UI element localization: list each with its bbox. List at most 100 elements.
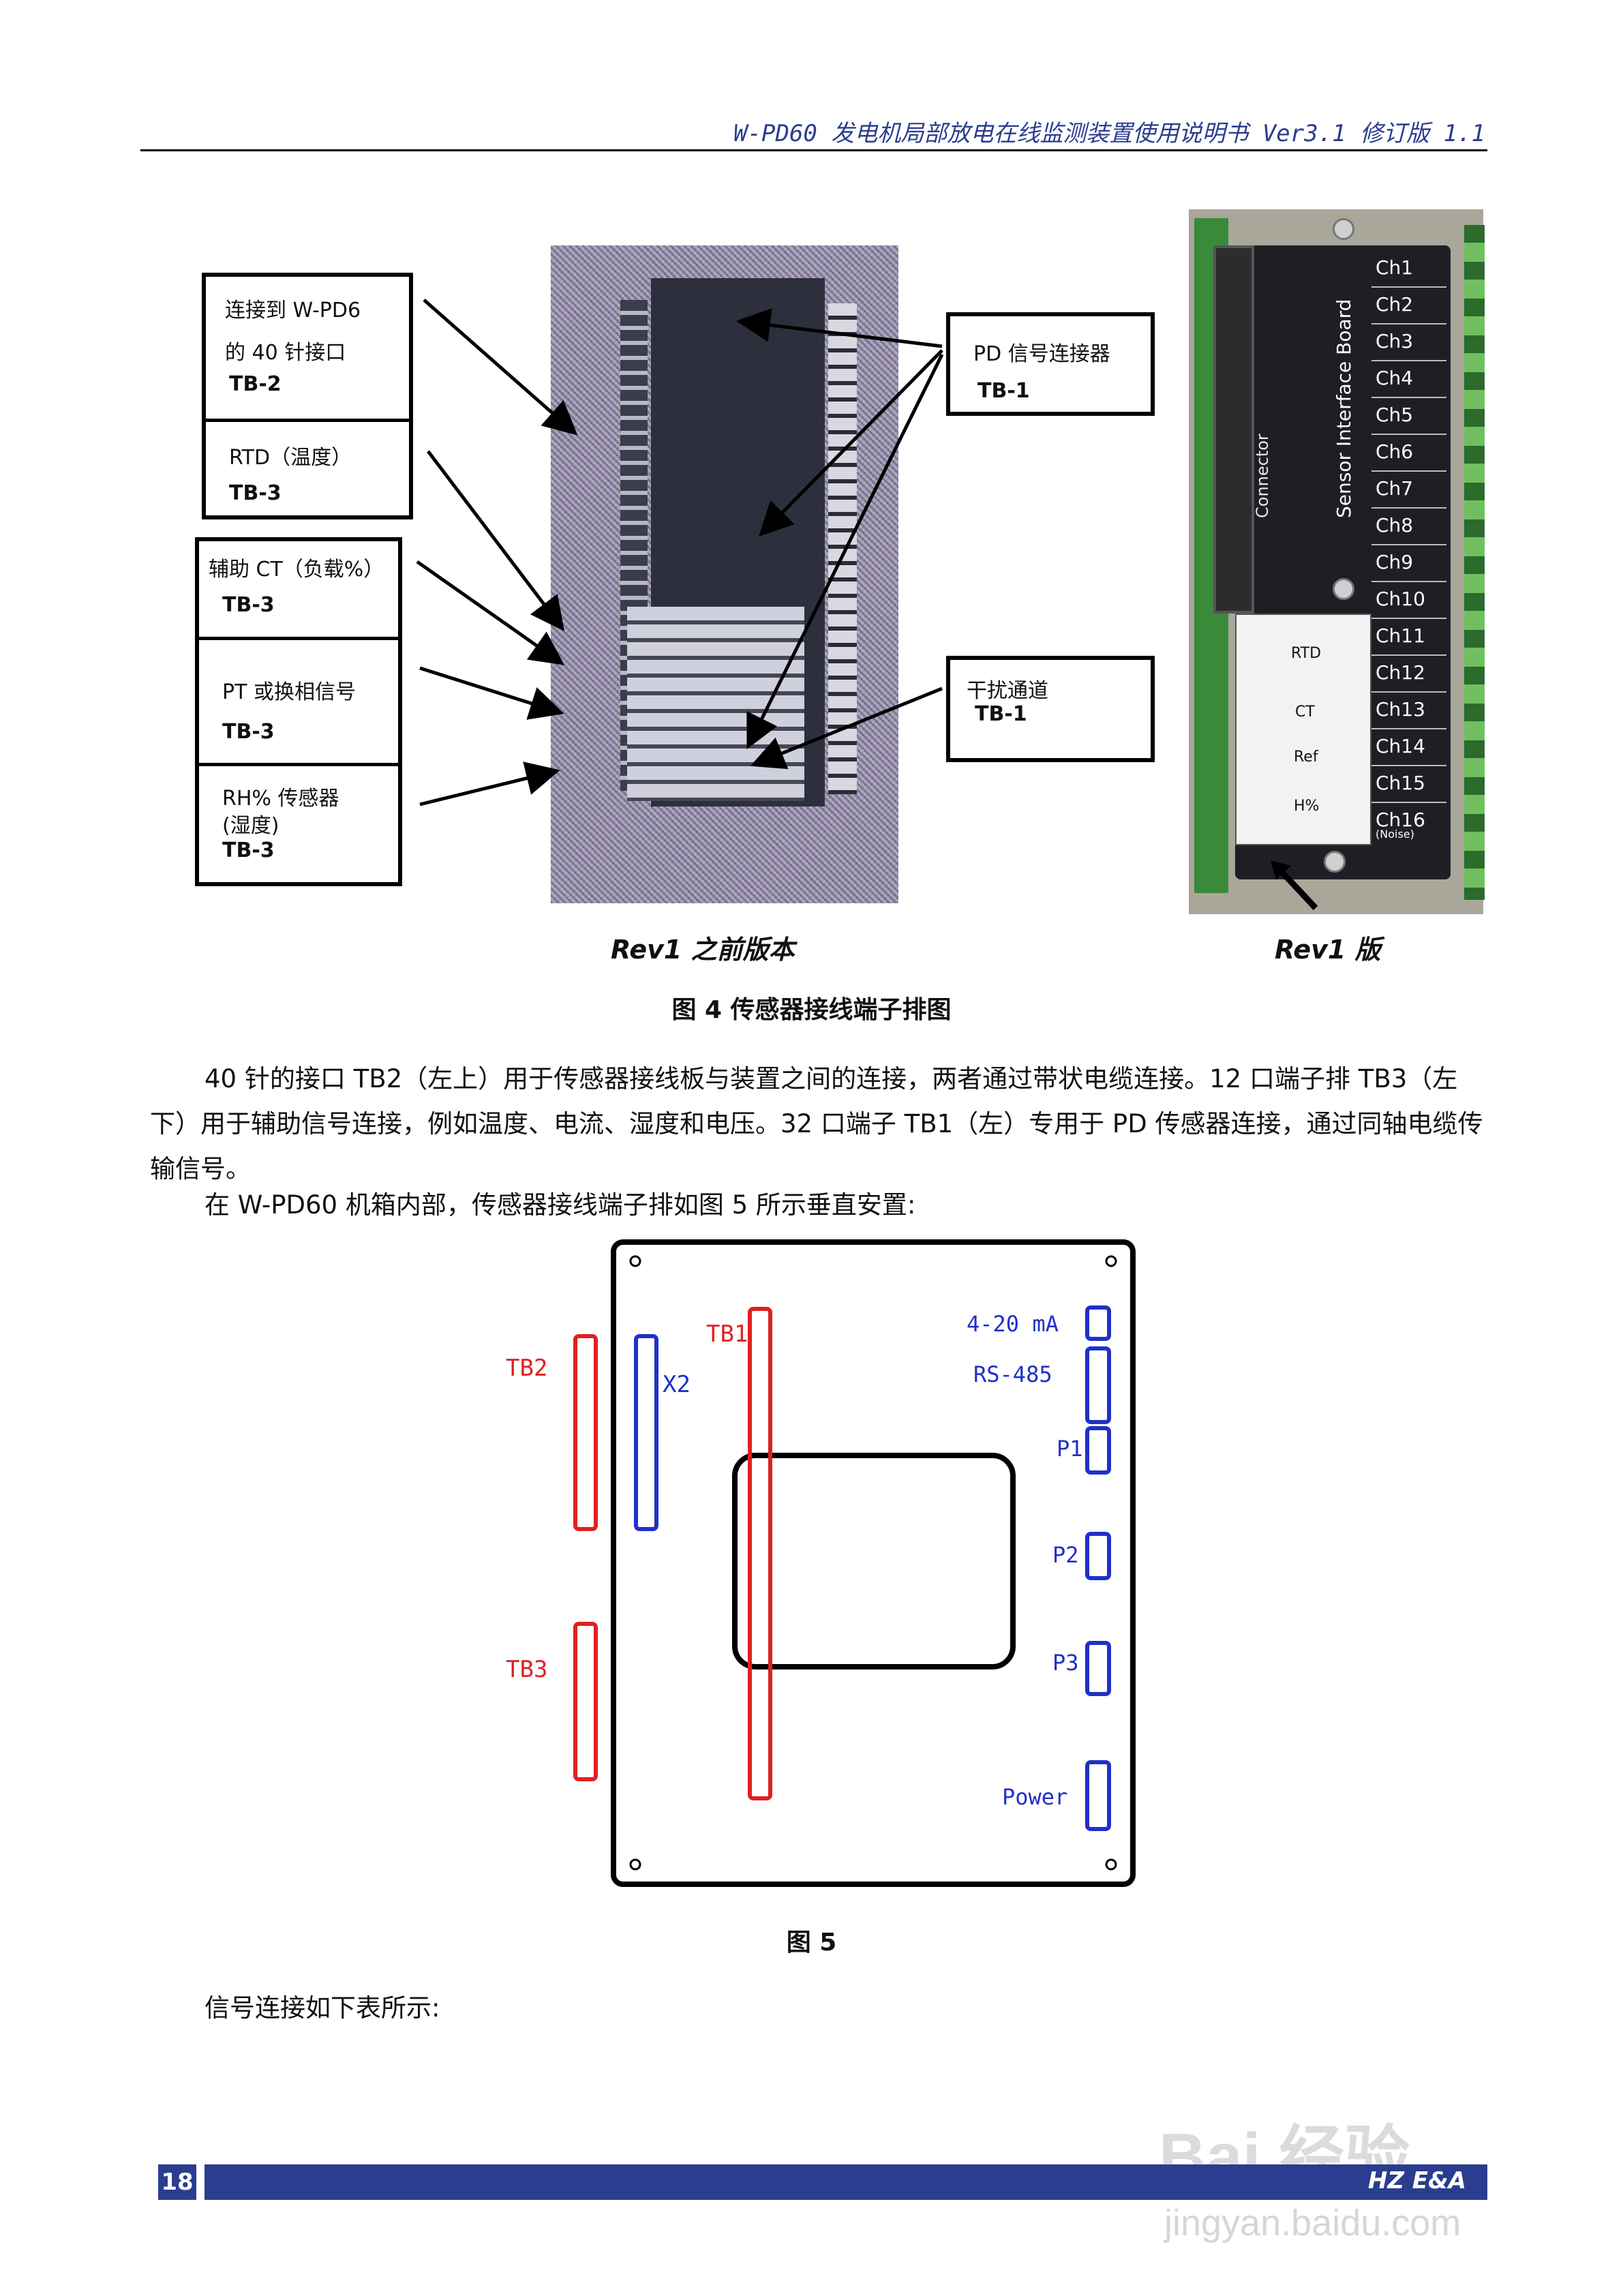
arrow-pd-1 — [736, 308, 943, 348]
aux-group-ref: Ref — [1294, 749, 1318, 766]
rev1-channel-list: Ch1 Ch2 Ch3 Ch4 Ch5 Ch6 Ch7 Ch8 Ch9 Ch10… — [1371, 251, 1446, 841]
p1-label: P1 — [1057, 1436, 1083, 1462]
rev1-board-title: Sensor Interface Board — [1333, 299, 1355, 518]
caption-rev1: Rev1 版 — [1275, 935, 1381, 965]
arrow-pt — [419, 666, 564, 720]
4-20ma-connector — [1085, 1305, 1111, 1341]
channel-label: Ch3 — [1371, 324, 1446, 361]
power-label: Power — [1002, 1784, 1067, 1810]
channel-label: Ch15 — [1371, 766, 1446, 803]
arrow-ct — [416, 560, 565, 665]
p1-connector — [1085, 1426, 1111, 1475]
channel-label: Ch16 — [1376, 809, 1425, 831]
enclosure-outline — [611, 1239, 1136, 1887]
p3-label: P3 — [1052, 1650, 1079, 1676]
mount-hole — [1333, 578, 1354, 600]
tb3-label: TB3 — [506, 1656, 547, 1683]
channel-label: Ch12 — [1371, 656, 1446, 693]
caption-before-rev1: Rev1 之前版本 — [611, 935, 795, 965]
p2-label: P2 — [1052, 1542, 1079, 1568]
x2-connector — [634, 1334, 658, 1531]
callout-arrows — [416, 299, 944, 806]
screw-hole — [629, 1255, 641, 1267]
channel-label: Ch7 — [1371, 472, 1446, 509]
callout-divider — [199, 763, 398, 766]
tb1-terminal — [748, 1307, 772, 1800]
channel-label: Ch5 — [1371, 398, 1446, 435]
arrow-noise — [750, 686, 943, 770]
tb2-terminal — [573, 1334, 598, 1531]
callout-tb2-line1: 连接到 W-PD6 — [225, 299, 361, 322]
rev1-right-terminals — [1464, 225, 1485, 900]
screw-hole — [1105, 1858, 1117, 1871]
arrow-tb2 — [423, 299, 578, 436]
aux-group-ct: CT — [1295, 704, 1315, 721]
paragraph-3: 信号连接如下表所示: — [204, 1993, 440, 2023]
channel-label: Ch4 — [1371, 361, 1446, 398]
arrow-pd-2 — [758, 349, 943, 537]
aux-group-rh: H% — [1294, 798, 1320, 815]
channel-label: Ch11 — [1371, 619, 1446, 656]
callout-pd-tag: TB-1 — [977, 379, 1030, 403]
watermark-url: jingyan.baidu.com — [1164, 2203, 1461, 2244]
channel-label: Ch8 — [1371, 509, 1446, 545]
callout-ct-line1: 辅助 CT（负载%） — [209, 558, 384, 581]
callout-divider — [206, 419, 409, 422]
callout-rh-line2: (湿度) — [222, 814, 279, 838]
screw-hole — [629, 1858, 641, 1871]
screw-hole — [1105, 1255, 1117, 1267]
callout-tb2-line2: 的 40 针接口 — [225, 341, 346, 365]
channel-label: Ch6 — [1371, 435, 1446, 472]
power-connector — [1085, 1760, 1111, 1831]
callout-rtd-tag: TB-3 — [229, 481, 282, 505]
callout-group-tb2-rtd: 连接到 W-PD6 的 40 针接口 TB-2 RTD（温度） TB-3 — [202, 273, 413, 519]
callout-rh-line1: RH% 传感器 — [222, 787, 339, 811]
tb3-terminal — [573, 1622, 598, 1781]
callout-tb2-tag: TB-2 — [229, 372, 282, 396]
noise-label: (Noise) — [1376, 828, 1414, 841]
rs485-label: RS-485 — [973, 1361, 1052, 1387]
channel-label: Ch13 — [1371, 693, 1446, 729]
paragraph-1: 40 针的接口 TB2（左上）用于传感器接线板与装置之间的连接，两者通过带状电缆… — [150, 1064, 1483, 1183]
x2-label: X2 — [663, 1371, 691, 1398]
channel-label: Ch14 — [1371, 729, 1446, 766]
callout-pd-connector: PD 信号连接器 TB-1 — [946, 312, 1155, 416]
footer-brand: HZ E&A — [1367, 2167, 1466, 2194]
p2-connector — [1085, 1532, 1111, 1580]
callout-divider — [199, 637, 398, 640]
rev1-connector-label: Connector — [1253, 434, 1272, 518]
callout-rtd-line1: RTD（温度） — [229, 446, 352, 470]
mount-hole — [1324, 851, 1346, 873]
callout-noise-channel: 干扰通道 TB-1 — [946, 656, 1155, 762]
channel-label: Ch2 — [1371, 288, 1446, 324]
legacy-tb1-terminals — [828, 303, 857, 794]
callout-ct-tag: TB-3 — [222, 593, 275, 617]
figure-5-diagram: TB2 TB3 X2 TB1 4-20 mA RS-485 P1 P2 P3 P… — [506, 1239, 1136, 1887]
paragraph-2: 在 W-PD60 机箱内部，传感器接线端子排如图 5 所示垂直安置: — [204, 1190, 916, 1220]
page-number: 18 — [158, 2164, 196, 2200]
channel-label: Ch1 — [1371, 251, 1446, 288]
arrow-rtd — [427, 450, 565, 631]
callout-rh-tag: TB-3 — [222, 839, 275, 862]
4-20ma-label: 4-20 mA — [967, 1311, 1059, 1337]
callout-noise-tag: TB-1 — [975, 702, 1027, 726]
figure-4-title: 图 4 传感器接线端子排图 — [671, 996, 952, 1024]
callout-pt-tag: TB-3 — [222, 720, 275, 744]
callout-group-ct-pt-rh: 辅助 CT（负载%） TB-3 PT 或换相信号 TB-3 RH% 传感器 (湿… — [195, 537, 402, 886]
mount-hole — [1333, 218, 1354, 240]
callout-noise-line1: 干扰通道 — [967, 679, 1048, 703]
figure-5-title: 图 5 — [786, 1929, 837, 1957]
rs485-connector — [1085, 1346, 1111, 1424]
tb1-label: TB1 — [706, 1320, 748, 1348]
tb2-label: TB2 — [506, 1355, 547, 1382]
channel-label: Ch10 — [1371, 582, 1446, 619]
header-rule — [140, 149, 1487, 151]
arrow-pd-3 — [746, 353, 944, 749]
rev1-connector — [1213, 245, 1254, 614]
rev1-pointer-arrow — [1271, 860, 1318, 911]
channel-label: Ch9 — [1371, 545, 1446, 582]
running-header: W-PD60 发电机局部放电在线监测装置使用说明书 Ver3.1 修订版 1.1 — [733, 120, 1485, 147]
aux-group-rtd: RTD — [1291, 645, 1322, 662]
callout-pt-line1: PT 或换相信号 — [222, 680, 356, 704]
arrow-rh — [419, 761, 560, 806]
